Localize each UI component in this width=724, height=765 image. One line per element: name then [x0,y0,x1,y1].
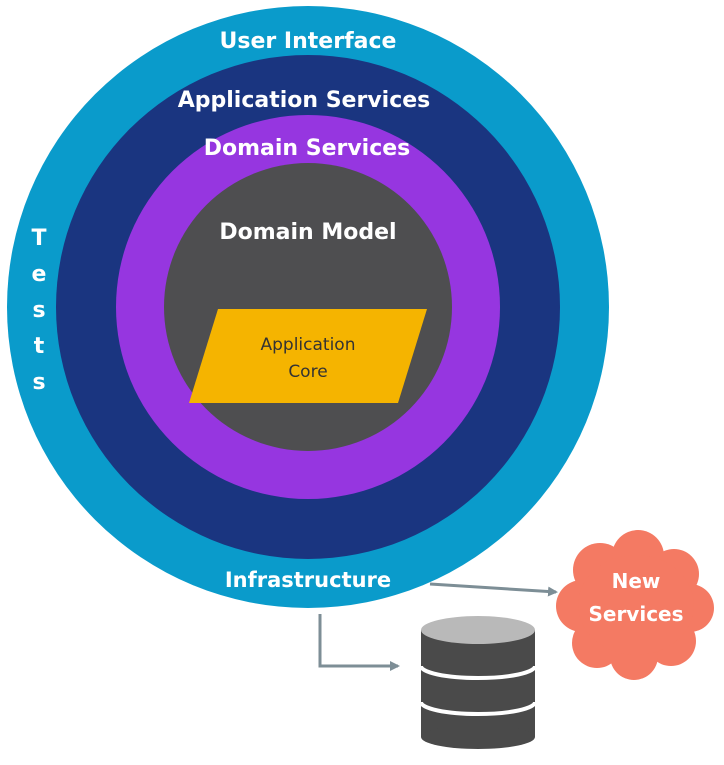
arrow-to-new-services [429,582,558,597]
application-core-shape [189,309,427,403]
arrow-to-database [318,614,400,671]
application-services-label: Application Services [178,88,431,113]
new-services-label-line2: Services [588,602,683,626]
tests-letter: s [32,298,45,323]
domain-services-label: Domain Services [204,136,411,161]
new-services-label-line1: New [612,569,661,593]
new-services-cloud [556,530,714,680]
domain-model-circle [164,163,452,451]
application-core-label-line2: Core [288,362,327,382]
user-interface-label: User Interface [220,29,397,54]
application-core-label-line1: Application [261,335,356,355]
tests-vertical-label: T e s t s [31,226,46,395]
tests-letter: e [32,262,47,287]
tests-letter: T [31,226,46,251]
domain-model-label: Domain Model [219,220,396,245]
tests-letter: s [32,370,45,395]
database-icon [419,616,537,749]
infrastructure-label: Infrastructure [225,568,391,592]
tests-letter: t [34,334,45,359]
